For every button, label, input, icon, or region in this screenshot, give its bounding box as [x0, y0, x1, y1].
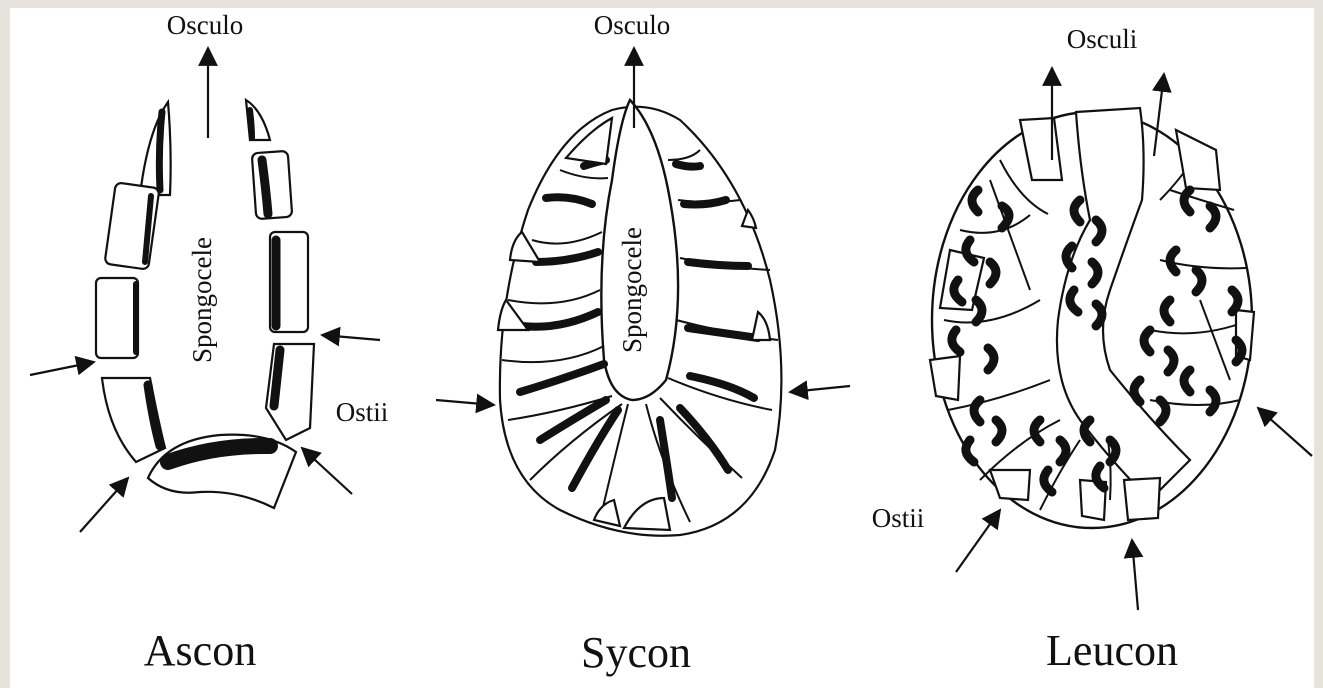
ascon-title: Ascon — [144, 626, 256, 675]
sycon-ostia-label: Ostii — [336, 397, 389, 427]
leucon-oscula-label: Osculi — [1067, 24, 1138, 54]
leucon-inflow-arrow — [1132, 540, 1138, 610]
ascon-inflow-arrow — [80, 478, 128, 532]
leucon-ostia-label: Ostii — [872, 503, 925, 533]
sycon-title: Sycon — [581, 628, 691, 677]
ascon-spongocoel-label: Spongocele — [187, 237, 217, 363]
sycon-osculum-label: Osculo — [594, 10, 671, 40]
ascon-diagram: Osculo Spongocele Ascon — [30, 10, 380, 675]
ascon-choanocyte-layer — [159, 112, 162, 190]
ascon-choanocyte-layer — [274, 350, 280, 406]
leucon-inflow-arrow — [956, 510, 1000, 572]
sycon-spongocoel-label: Spongocele — [617, 227, 647, 353]
sycon-diagram: Osculo Spongocele Ostii Sycon — [336, 10, 850, 677]
leucon-diagram: Osculi Ostii Leucon — [872, 24, 1312, 675]
sycon-inflow-arrow — [436, 400, 494, 405]
sycon-inflow-arrow — [790, 386, 850, 392]
ascon-wall-segment — [140, 102, 171, 195]
leucon-inflow-arrow — [1258, 408, 1312, 456]
ascon-inflow-arrow — [30, 362, 94, 375]
ascon-osculum-label: Osculo — [167, 10, 244, 40]
ascon-choanocyte-layer — [262, 160, 268, 214]
ascon-wall-segment — [96, 278, 138, 358]
ascon-choanocyte-layer — [250, 110, 252, 138]
leucon-title: Leucon — [1046, 626, 1178, 675]
ascon-inflow-arrow — [302, 448, 352, 494]
ascon-inflow-arrow — [322, 335, 380, 340]
